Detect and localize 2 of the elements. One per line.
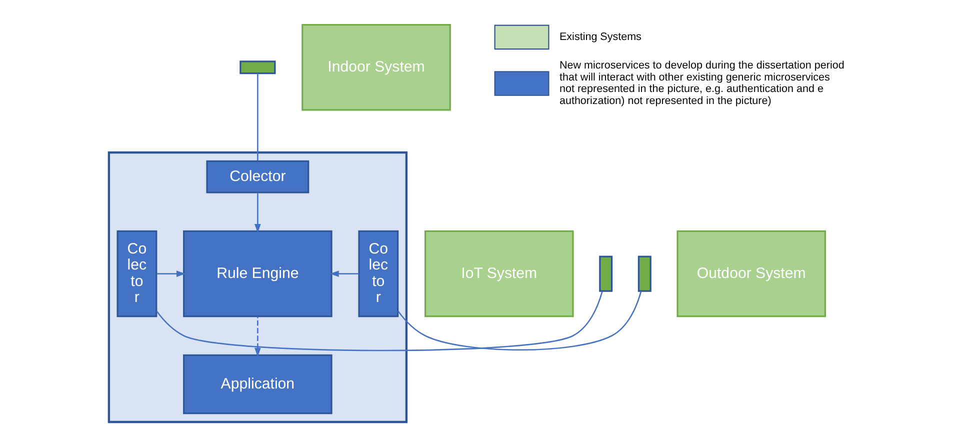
legend-label: Existing Systems (558, 30, 641, 43)
legend-label: New microservices to develop during the dissertation period that will interact with other existing generic microservices not represented in the picture, e.g. authentication and e authorization) not represented in the picture) (558, 59, 844, 108)
